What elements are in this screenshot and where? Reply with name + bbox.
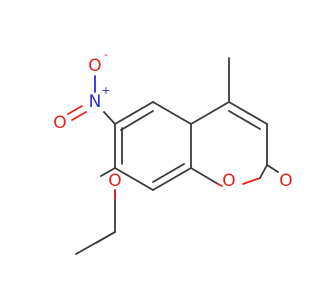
bond [228,110,261,130]
bond [120,110,154,131]
ring-oxygen-label: O [222,171,235,191]
bond [152,163,185,183]
nitro-nitrogen-label: N [89,92,102,112]
bond [152,101,192,125]
bond [100,167,116,177]
bond [190,101,230,125]
bond [190,167,219,185]
bond [266,164,279,173]
bond [228,101,268,125]
nitro-oxygen-top-charge: - [104,48,108,61]
chemical-structure: O - N + O O O O [53,48,293,255]
nitro-nitrogen-charge: + [101,84,110,97]
nitro-oxygen-top-label: O [88,56,101,76]
bond [75,231,116,255]
carbonyl-oxygen-label: O [279,171,292,191]
ethoxy-oxygen-label: O [108,171,121,191]
bond [152,167,192,191]
nitro-oxygen-left-label: O [53,113,66,133]
bond [67,105,83,115]
bond [242,177,261,185]
bond [217,183,223,187]
bond [103,111,116,125]
bond [259,164,268,179]
bond [114,101,154,125]
bond [71,111,87,121]
bond [114,167,154,191]
